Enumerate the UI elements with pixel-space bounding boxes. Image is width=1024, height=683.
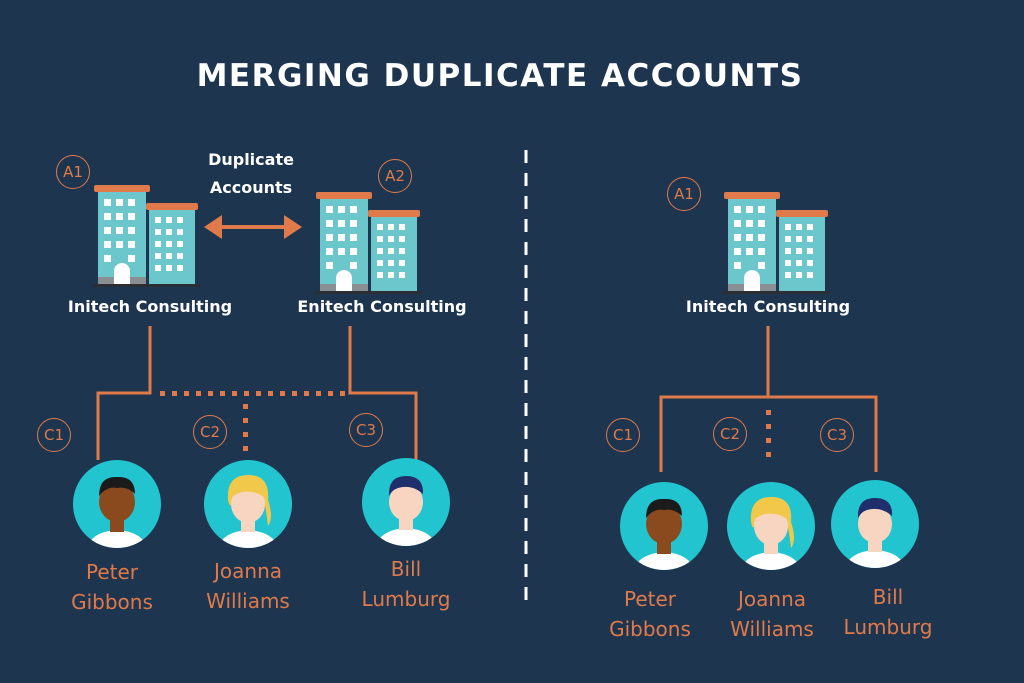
merged-contact-name-peter-gibbons: Peter Gibbons (580, 584, 720, 644)
first-name: Bill (390, 557, 422, 581)
avatar-peter-gibbons (620, 482, 708, 570)
first-name: Peter (623, 587, 677, 611)
building-icon (722, 192, 830, 294)
contact-badge-c2: C2 (193, 415, 227, 449)
merged-contact-badge-c2: C2 (713, 417, 747, 451)
right-dotted-link (766, 410, 771, 457)
first-name: Bill (872, 585, 904, 609)
merged-account-name-initech: Initech Consulting (685, 297, 851, 316)
building-icon (92, 185, 200, 287)
merged-contact-name-bill-lumburg: Bill Lumburg (818, 582, 958, 642)
left-tree (96, 326, 418, 460)
merged-contact-name-joanna-williams: Joanna Williams (702, 584, 842, 644)
first-name: Joanna (214, 559, 282, 583)
last-name: Williams (206, 589, 290, 613)
merged-account-badge-a1: A1 (667, 177, 701, 211)
contact-badge-c1: C1 (37, 418, 71, 452)
duplicate-label-line-1: Duplicate (208, 150, 294, 169)
duplicate-label-line-2: Accounts (209, 178, 293, 197)
account-badge-a1: A1 (56, 155, 90, 189)
last-name: Gibbons (609, 617, 691, 641)
contact-name-joanna-williams: Joanna Williams (178, 556, 318, 616)
avatar-bill-lumburg (831, 480, 919, 568)
page-title: MERGING DUPLICATE ACCOUNTS (196, 58, 804, 94)
account-name-enitech: Enitech Consulting (297, 297, 467, 316)
merged-contact-badge-c3: C3 (820, 418, 854, 452)
avatar-bill-lumburg (362, 458, 450, 546)
left-dotted-links (160, 391, 345, 451)
contact-badge-c3: C3 (349, 413, 383, 447)
contact-name-bill-lumburg: Bill Lumburg (336, 554, 476, 614)
account-badge-a2: A2 (378, 159, 412, 193)
building-icon (314, 192, 422, 294)
last-name: Williams (730, 617, 814, 641)
merged-contact-badge-c1: C1 (606, 418, 640, 452)
avatar-joanna-williams (727, 482, 815, 570)
right-tree (659, 326, 878, 472)
contact-name-peter-gibbons: Peter Gibbons (42, 557, 182, 617)
last-name: Lumburg (361, 587, 451, 611)
avatar-joanna-williams (204, 460, 292, 548)
first-name: Joanna (738, 587, 806, 611)
duplicate-arrow (204, 215, 302, 239)
last-name: Gibbons (71, 590, 153, 614)
duplicate-accounts-label: Duplicate Accounts (186, 146, 316, 202)
account-name-initech: Initech Consulting (67, 297, 233, 316)
first-name: Peter (85, 560, 139, 584)
last-name: Lumburg (843, 615, 933, 639)
avatar-peter-gibbons (73, 460, 161, 548)
